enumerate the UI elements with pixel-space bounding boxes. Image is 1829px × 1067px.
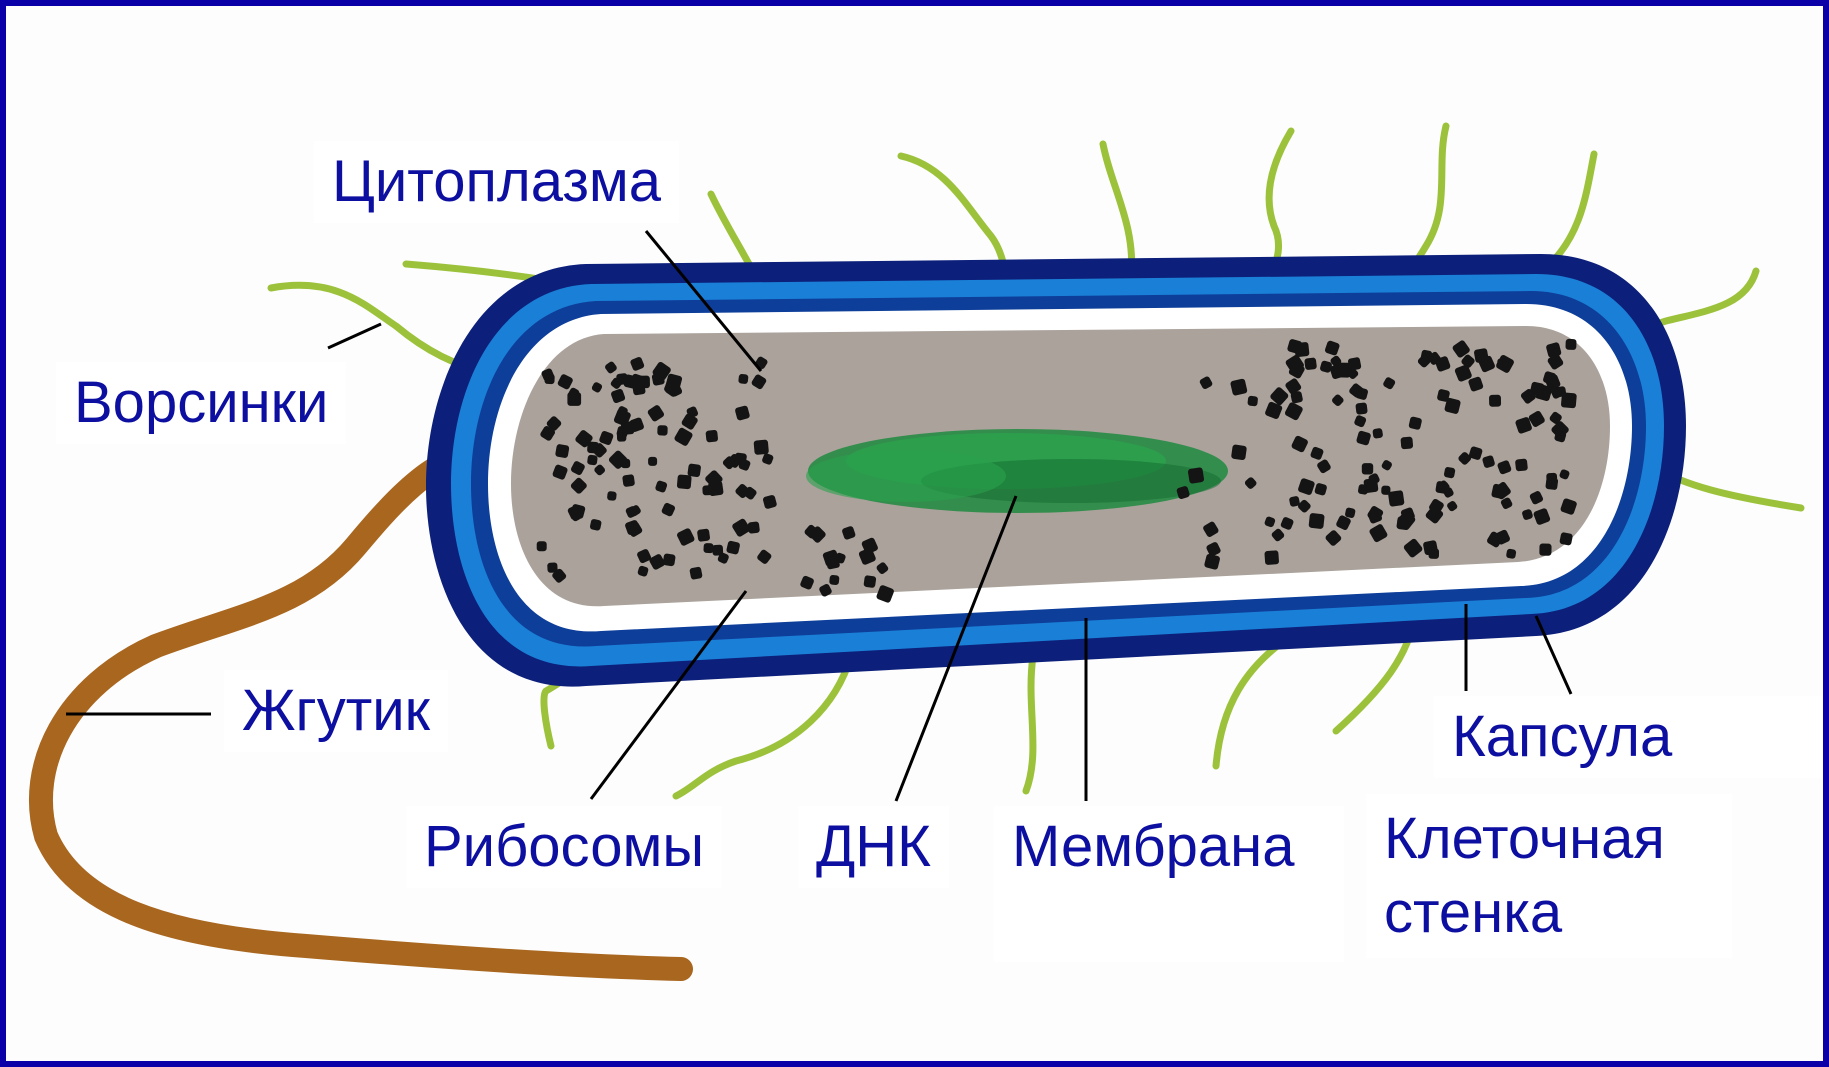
ribosome: [708, 480, 724, 496]
ribosome: [734, 452, 747, 465]
ribosome: [1304, 357, 1317, 370]
pilus: [1216, 636, 1291, 766]
ribosome: [1539, 543, 1551, 555]
ribosome: [662, 553, 675, 566]
ribosome: [1515, 458, 1528, 471]
ribosome: [1264, 550, 1279, 565]
ribosome: [1294, 342, 1309, 357]
label-cell-wall-line2: стенка: [1384, 876, 1714, 950]
ribosome: [1497, 358, 1508, 369]
label-cell-wall: Клеточная стенка: [1366, 794, 1732, 958]
ribosome: [1362, 463, 1373, 474]
ribosome: [648, 457, 657, 466]
ribosome: [1559, 532, 1573, 546]
ribosome: [829, 575, 840, 586]
ribosome: [607, 491, 617, 501]
ribosome: [747, 521, 760, 534]
ribosome: [1545, 477, 1558, 490]
ribosome: [1429, 548, 1440, 559]
ribosome: [1247, 396, 1258, 407]
ribosome: [1188, 467, 1205, 484]
ribosome: [1491, 483, 1507, 499]
label-cell-wall-line1: Клеточная: [1384, 802, 1714, 876]
label-pili: Ворсинки: [56, 362, 346, 444]
ribosome: [1474, 348, 1489, 363]
ribosome: [1231, 444, 1247, 460]
ribosome: [703, 543, 713, 553]
ribosome: [1388, 490, 1405, 507]
ribosome: [705, 430, 718, 443]
ribosome: [1400, 436, 1413, 449]
label-dna: ДНК: [798, 806, 949, 888]
ribosome: [621, 421, 635, 435]
ribosome: [1372, 428, 1383, 439]
pilus: [1026, 656, 1033, 791]
ribosome: [657, 425, 668, 436]
ribosome: [555, 444, 570, 459]
ribosome: [1355, 402, 1368, 415]
label-flagellum: Жгутик: [224, 670, 448, 752]
dna-nucleoid: [806, 429, 1228, 513]
ribosome: [738, 374, 748, 384]
ribosome: [622, 474, 635, 487]
ribosome: [587, 442, 599, 454]
ribosome: [753, 439, 768, 454]
ribosome: [677, 474, 692, 489]
ribosome: [1565, 339, 1576, 350]
label-ribosomes: Рибосомы: [406, 806, 722, 888]
ribosome: [621, 459, 630, 468]
label-cytoplasm: Цитоплазма: [314, 141, 679, 223]
ribosome: [1555, 386, 1566, 397]
ribosome: [587, 454, 598, 465]
label-membrane: Мембрана: [994, 806, 1344, 962]
ribosome: [537, 541, 547, 551]
ribosome: [689, 566, 703, 580]
label-capsule: Капсула: [1434, 696, 1822, 778]
ribosome: [1308, 513, 1324, 529]
ribosome: [697, 528, 711, 542]
ribosome: [1489, 395, 1501, 407]
leader-line-pili: [328, 324, 381, 348]
ribosome: [863, 575, 876, 588]
ribosome: [687, 463, 701, 477]
